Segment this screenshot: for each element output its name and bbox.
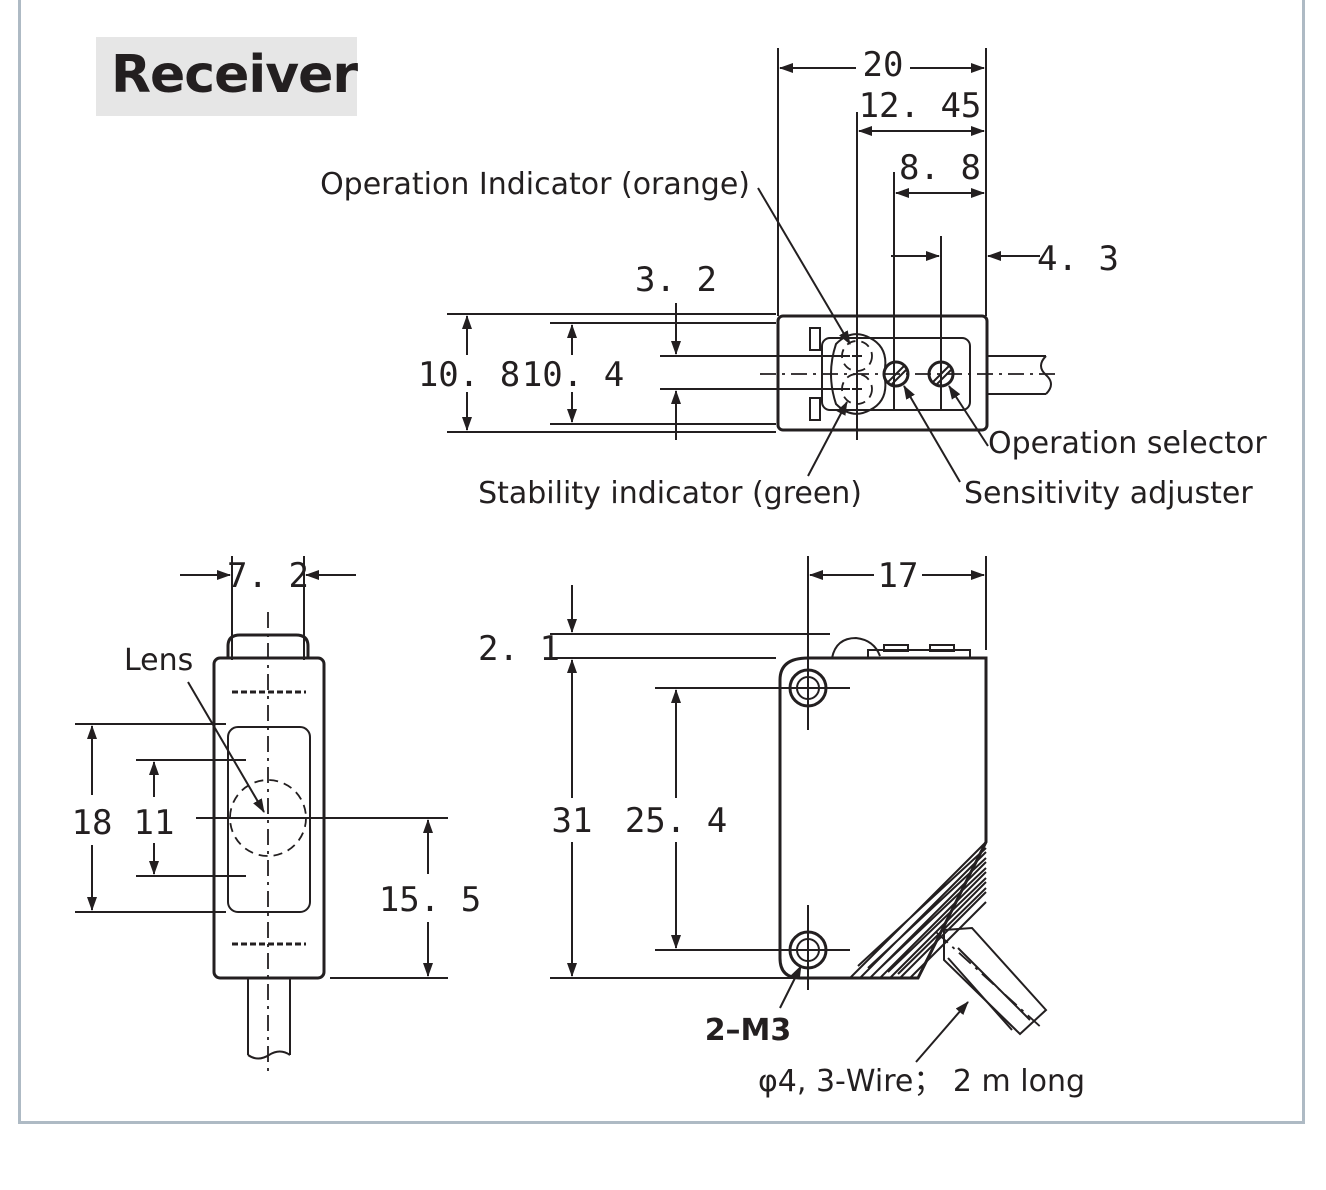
dim-height-outer: 10. 8 [418, 355, 520, 395]
dim-front-lens-height: 11 [134, 803, 175, 843]
cable-label: φ4, 3-Wire； 2 m long [758, 1064, 1085, 1099]
dim-side-top-offset: 2. 1 [478, 629, 560, 669]
dim-lens-from-bottom: 15. 5 [379, 880, 481, 920]
operation-selector-label: Operation selector [988, 426, 1267, 461]
side-view [550, 556, 1048, 1063]
dim-side-depth: 17 [878, 556, 919, 596]
dim-hole-pitch: 25. 4 [625, 801, 727, 841]
title-box [96, 37, 357, 116]
front-view [75, 556, 448, 1075]
top-view [447, 48, 1060, 483]
page-title: Receiver [111, 45, 358, 105]
sensitivity-adjuster-label: Sensitivity adjuster [964, 476, 1253, 511]
dim-side-height: 31 [552, 801, 593, 841]
mounting-label: 2–M3 [705, 1013, 792, 1048]
dim-height-inner: 10. 4 [522, 355, 624, 395]
dim-selector-offset: 4. 3 [1037, 239, 1119, 279]
dim-to-adjuster: 8. 8 [899, 148, 981, 188]
dim-indicator-gap: 3. 2 [635, 260, 717, 300]
dim-front-width: 7. 2 [227, 556, 309, 596]
dim-width-total: 20 [863, 45, 904, 85]
dim-to-indicator: 12. 45 [859, 86, 982, 126]
operation-indicator-label: Operation Indicator (orange) [320, 167, 750, 202]
lens-label: Lens [124, 643, 193, 678]
dim-front-height-outer: 18 [72, 803, 113, 843]
stability-indicator-label: Stability indicator (green) [478, 476, 862, 511]
